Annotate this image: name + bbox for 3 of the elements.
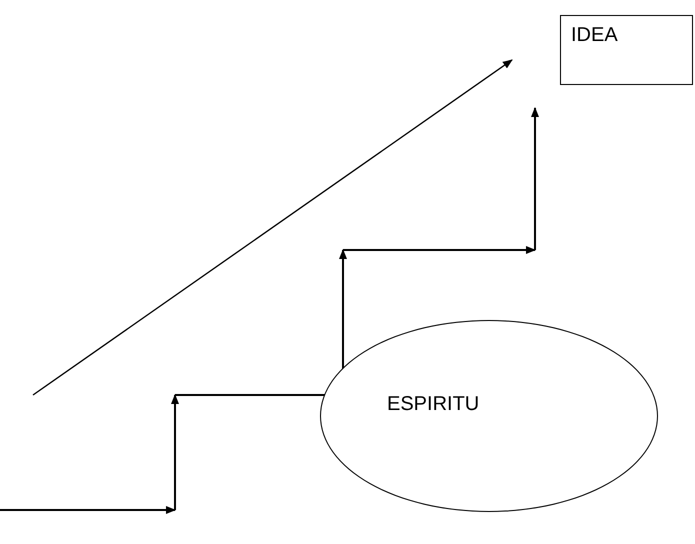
node-label: ESPIRITU: [387, 393, 480, 416]
node-label: IDEA: [571, 24, 618, 47]
idea-box: [560, 15, 693, 85]
